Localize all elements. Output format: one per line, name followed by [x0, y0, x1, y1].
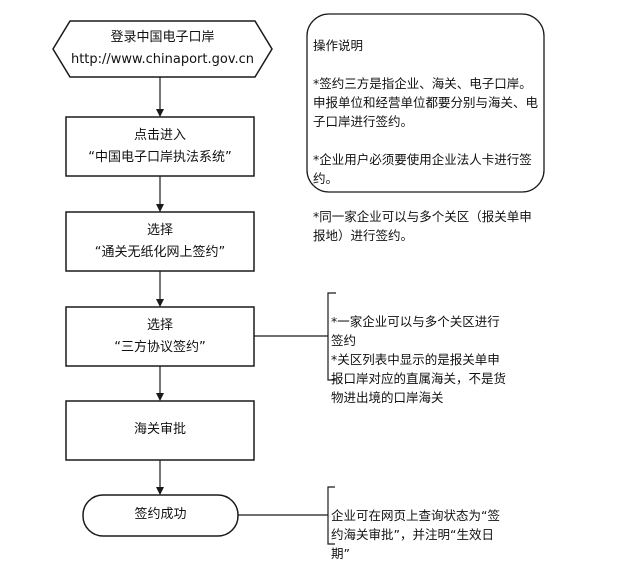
- end-title: 签约成功: [134, 507, 187, 522]
- district-note: *一家企业可以与多个关区进行签约 *关区列表中显示的是报关单申报口岸对应的直属海…: [331, 293, 509, 426]
- agreement-node-text: 选择 “三方协议签约”: [66, 315, 254, 359]
- start-url: http://www.chinaport.gov.cn: [70, 52, 255, 67]
- end-node-text: 签约成功: [83, 504, 238, 526]
- enter-title: 点击进入: [133, 128, 186, 143]
- start-hexagon: [52, 20, 273, 78]
- operation-notes-body: *签约三方是指企业、海关、电子口岸。申报单位和经营单位都要分别与海关、电子口岸进…: [313, 76, 539, 243]
- district-note-body: *一家企业可以与多个关区进行签约 *关区列表中显示的是报关单申报口岸对应的直属海…: [331, 314, 507, 405]
- approval-box: [65, 400, 255, 461]
- status-note-body: 企业可在网页上查询状态为“签约海关审批”，并注明“生效日期”: [331, 508, 500, 561]
- operation-notes: 操作说明 *签约三方是指企业、海关、电子口岸。申报单位和经营单位都要分别与海关、…: [313, 17, 541, 264]
- status-note: 企业可在网页上查询状态为“签约海关审批”，并注明“生效日期”: [331, 487, 511, 582]
- online-title: 选择: [146, 223, 173, 238]
- approval-node-text: 海关审批: [66, 419, 254, 441]
- enter-system-name: “中国电子口岸执法系统”: [88, 150, 232, 165]
- online-node-text: 选择 “通关无纸化网上签约”: [66, 220, 254, 264]
- flowchart-canvas: [52, 13, 545, 545]
- agreement-title: 选择: [146, 318, 173, 333]
- approval-title: 海关审批: [133, 422, 186, 437]
- enter-node-text: 点击进入 “中国电子口岸执法系统”: [66, 125, 254, 169]
- start-node-text: 登录中国电子口岸 http://www.chinaport.gov.cn: [55, 27, 270, 71]
- start-title: 登录中国电子口岸: [110, 30, 215, 45]
- select-agreement-box: [65, 306, 255, 367]
- online-option: “通关无纸化网上签约”: [94, 245, 226, 260]
- agreement-option: “三方协议签约”: [114, 340, 206, 355]
- operation-notes-title: 操作说明: [313, 38, 364, 53]
- enter-system-box: [65, 116, 255, 177]
- operation-notes-frame: [306, 13, 545, 193]
